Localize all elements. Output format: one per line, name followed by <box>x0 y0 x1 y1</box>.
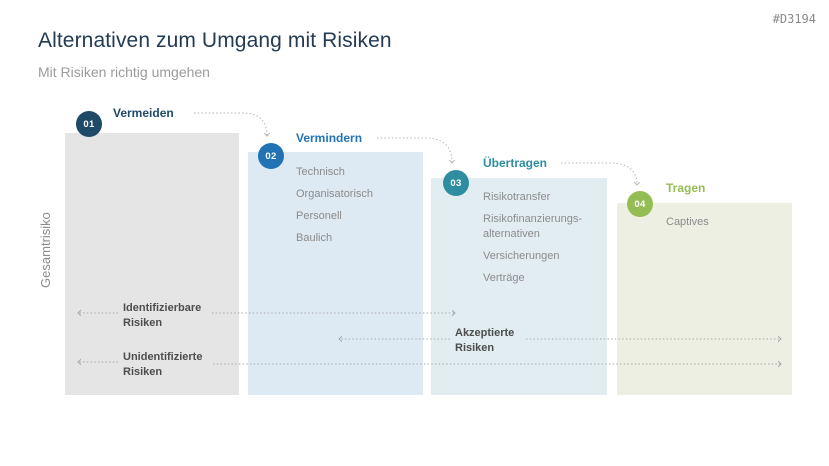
step-number-badge-02: 02 <box>258 143 284 169</box>
item-list-vermindern: Technisch Organisatorisch Personell Baul… <box>296 165 418 253</box>
step-number-badge-03: 03 <box>443 170 469 196</box>
slide-code: #D3194 <box>772 12 816 26</box>
bar-vermindern <box>248 152 423 395</box>
step-number-badge-01: 01 <box>76 111 102 137</box>
list-item: Risikofinanzierungs-alternativen <box>483 213 583 240</box>
bar-vermeiden <box>65 133 239 395</box>
item-list-uebertragen: Risikotransfer Risikofinanzierungs-alter… <box>483 190 605 293</box>
annotation-identifiable-risks: Identifizierbare Risiken <box>123 302 202 329</box>
item-list-tragen: Captives <box>666 215 778 237</box>
annotation-unidentified-risks: Unidentifizierte Risiken <box>123 351 203 378</box>
step-label-vermindern: Vermindern <box>296 131 363 145</box>
y-axis-label: Gesamtrisiko <box>38 212 53 288</box>
step-label-vermeiden: Vermeiden <box>113 106 174 120</box>
list-item: Baulich <box>296 232 333 244</box>
step-label-tragen: Tragen <box>666 181 706 195</box>
slide-title: Alternativen zum Umgang mit Risiken <box>38 29 392 52</box>
bar-uebertragen <box>431 178 607 395</box>
list-item: Verträge <box>483 272 525 284</box>
annotation-accepted-risks: Akzeptierte Risiken <box>455 327 515 354</box>
list-item: Versicherungen <box>483 250 560 262</box>
list-item: Captives <box>666 216 709 228</box>
step-label-uebertragen: Übertragen <box>483 156 548 170</box>
step-number-badge-04: 04 <box>627 191 653 217</box>
list-item: Risikotransfer <box>483 191 551 203</box>
list-item: Personell <box>296 210 342 222</box>
list-item: Technisch <box>296 166 345 178</box>
bar-tragen <box>617 203 792 395</box>
slide-subtitle: Mit Risiken richtig umgehen <box>38 64 210 80</box>
list-item: Organisatorisch <box>296 188 374 200</box>
